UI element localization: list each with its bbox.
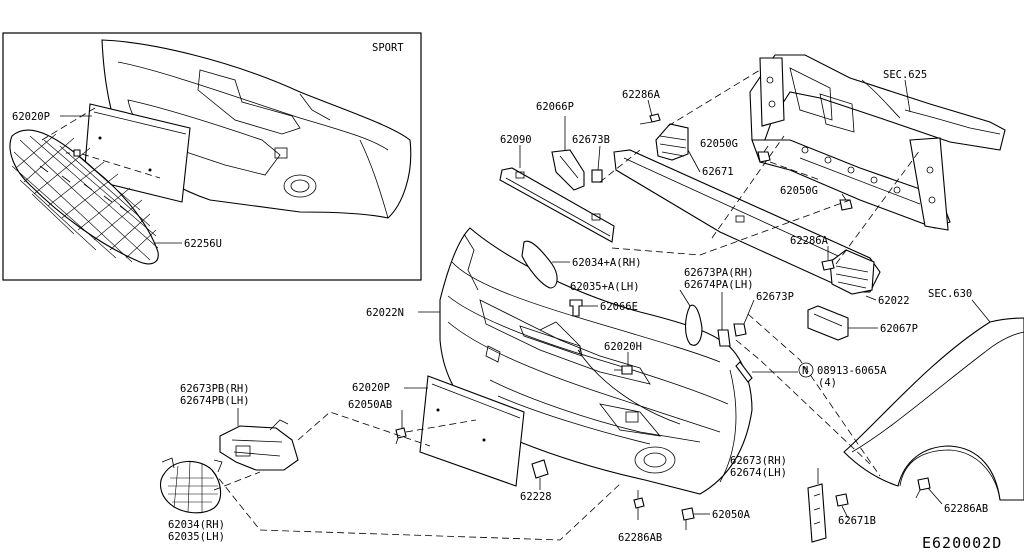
sport-screw xyxy=(66,149,81,157)
label-62020H: 62020H xyxy=(604,341,642,353)
label-62035: 62035(LH) xyxy=(168,531,225,543)
label-62674: 62674(LH) xyxy=(730,467,787,479)
label-62286AB-right: 62286AB xyxy=(944,503,988,515)
label-62066E: 62066E xyxy=(600,301,638,313)
reflector-62035A xyxy=(684,304,703,346)
label-62035A: 62035+A(LH) xyxy=(570,281,640,293)
nut-symbol-circle xyxy=(798,362,814,378)
label-62286A-top: 62286A xyxy=(622,89,661,101)
bracket-62673PA xyxy=(717,329,731,347)
license-plate-bracket xyxy=(419,375,525,487)
label-62020P-inset: 62020P xyxy=(12,111,50,123)
label-62673B: 62673B xyxy=(572,134,610,146)
label-62674PA: 62674PA(LH) xyxy=(684,279,754,291)
radiator-core-support xyxy=(749,54,1006,231)
bolt-62050A xyxy=(681,507,695,530)
label-62090: 62090 xyxy=(500,134,532,146)
label-sec625: SEC.625 xyxy=(883,69,927,81)
label-62050AB: 62050AB xyxy=(348,399,392,411)
label-08913: 08913-6065A xyxy=(817,365,887,377)
bolt-62286A-top xyxy=(639,113,661,125)
reflector-62034A xyxy=(521,240,558,289)
clip-62020H xyxy=(614,365,633,375)
label-62034: 62034(RH) xyxy=(168,519,225,531)
bolt-62286A-mid xyxy=(821,259,835,271)
bolt-62286AB-bottom xyxy=(633,497,645,520)
clip-62673P xyxy=(733,323,747,337)
clip-62228 xyxy=(531,459,549,479)
label-62671B: 62671B xyxy=(838,515,876,527)
bolt-08913 xyxy=(735,361,753,383)
energy-absorber xyxy=(499,167,615,243)
label-sec630: SEC.630 xyxy=(928,288,972,300)
label-08913-circle: N xyxy=(802,365,808,377)
label-62286AB-bottom: 62286AB xyxy=(618,532,662,544)
label-62050G-2: 62050G xyxy=(780,185,818,197)
label-62256U: 62256U xyxy=(184,238,222,250)
label-62671: 62671 xyxy=(702,166,734,178)
label-08913-qty: (4) xyxy=(818,377,837,389)
label-62050A: 62050A xyxy=(712,509,751,521)
label-62022: 62022 xyxy=(878,295,910,307)
label-62673: 62673(RH) xyxy=(730,455,787,467)
label-62228: 62228 xyxy=(520,491,552,503)
fog-lamp-bracket xyxy=(219,419,299,471)
label-62067P: 62067P xyxy=(880,323,918,335)
bracket-62067P xyxy=(807,305,849,341)
label-62020P: 62020P xyxy=(352,382,390,394)
label-62673PA: 62673PA(RH) xyxy=(684,267,754,279)
front-fender xyxy=(843,317,1024,501)
bolt-62050AB xyxy=(395,427,407,445)
label-62673P: 62673P xyxy=(756,291,794,303)
label-62066P: 62066P xyxy=(536,101,574,113)
nut-62671B xyxy=(835,493,849,507)
label-62022N: 62022N xyxy=(366,307,404,319)
bracket-62673 xyxy=(807,483,827,543)
label-62674PB: 62674PB(LH) xyxy=(180,395,250,407)
clip-62673B xyxy=(591,169,603,183)
bolt-62286AB-right xyxy=(915,477,931,499)
clip-62066E xyxy=(569,299,583,317)
bracket-62066P xyxy=(551,149,585,191)
label-62034A: 62034+A(RH) xyxy=(572,257,642,269)
fog-lamp-bezel xyxy=(159,457,223,514)
nut-62050G-2 xyxy=(839,199,853,211)
label-62050G-1: 62050G xyxy=(700,138,738,150)
label-62673PB: 62673PB(RH) xyxy=(180,383,250,395)
inset-title: SPORT xyxy=(372,42,404,54)
nut-62050G-1 xyxy=(757,151,771,163)
label-62286A-mid: 62286A xyxy=(790,235,829,247)
stay-62671 xyxy=(655,123,875,295)
sport-inset: SPORT xyxy=(2,32,422,281)
diagram-code: E620002D xyxy=(922,534,1002,552)
